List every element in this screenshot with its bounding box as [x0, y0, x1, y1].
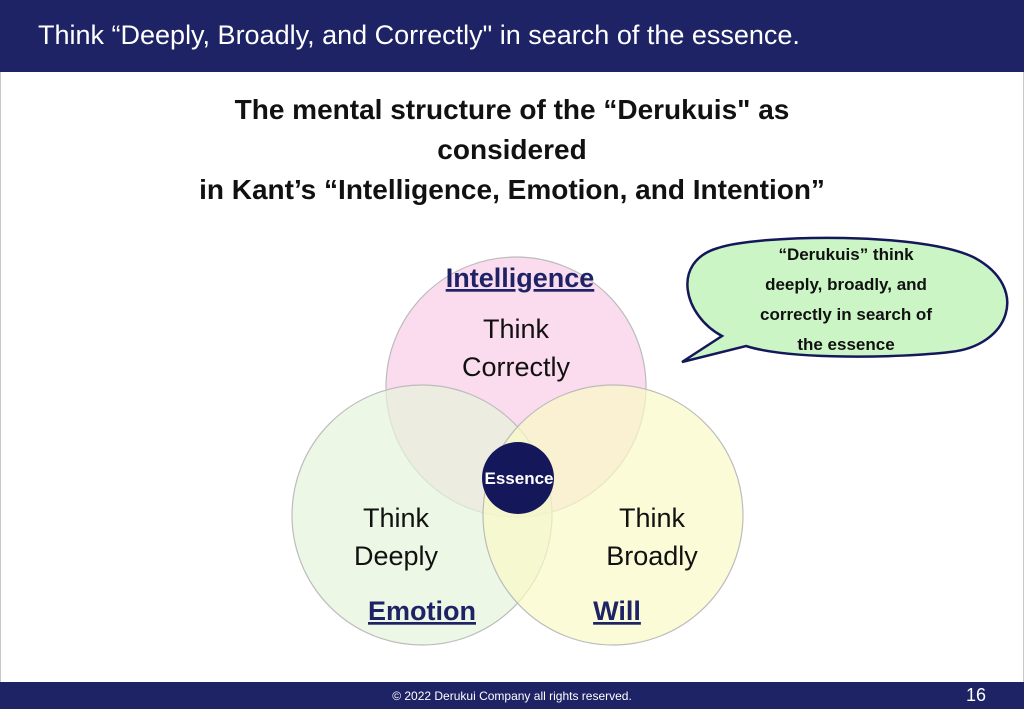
- intelligence-line-2: Correctly: [462, 352, 571, 382]
- callout-shape: [681, 236, 1009, 364]
- emotion-heading: Emotion: [368, 596, 476, 626]
- callout-line-1: “Derukuis” think: [778, 245, 914, 264]
- copyright-text: © 2022 Derukui Company all rights reserv…: [392, 689, 632, 703]
- callout-line-3: correctly in search of: [760, 305, 932, 324]
- essence-circle: [482, 442, 554, 514]
- footer-bar: © 2022 Derukui Company all rights reserv…: [0, 682, 1024, 709]
- will-heading: Will: [593, 596, 641, 626]
- will-line-1: Think: [619, 503, 686, 533]
- intelligence-line-1: Think: [483, 314, 550, 344]
- slide-title-line-3: in Kant’s “Intelligence, Emotion, and In…: [199, 174, 825, 205]
- header-bar: Think “Deeply, Broadly, and Correctly" i…: [0, 0, 1024, 72]
- slide-title-line-2: considered: [437, 134, 587, 165]
- page-number: 16: [965, 685, 986, 705]
- callout-bubble: “Derukuis” think deeply, broadly, and co…: [681, 236, 1009, 364]
- emotion-line-2: Deeply: [354, 541, 439, 571]
- intelligence-heading: Intelligence: [446, 263, 595, 293]
- callout-line-2: deeply, broadly, and: [765, 275, 927, 294]
- essence-label: Essence: [485, 469, 554, 488]
- will-line-2: Broadly: [606, 541, 698, 571]
- callout-line-4: the essence: [797, 335, 894, 354]
- circle-will: [482, 384, 744, 646]
- slide-title: The mental structure of the “Derukuis" a…: [112, 90, 912, 210]
- header-title: Think “Deeply, Broadly, and Correctly" i…: [38, 20, 800, 50]
- emotion-line-1: Think: [363, 503, 430, 533]
- slide-title-line-1: The mental structure of the “Derukuis" a…: [234, 94, 790, 125]
